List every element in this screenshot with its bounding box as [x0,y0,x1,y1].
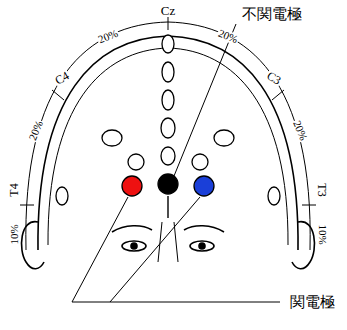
electrode-label: C3 [264,69,284,87]
electrode [161,118,175,138]
electrode [268,187,280,205]
dimension-arc [26,22,310,250]
electrode-label: T4 [8,182,20,197]
electrode [192,154,208,170]
electrode [162,90,174,110]
leader-line [174,24,236,176]
leader-line [72,302,280,303]
percent-label: 20% [216,27,241,46]
percent-label: 10% [8,223,19,245]
leader-line [110,197,200,302]
eyebrow [184,226,224,232]
electrode [128,154,144,170]
electrode [214,130,234,146]
electrode-label: C4 [52,69,72,87]
dimension-tick [168,16,169,30]
ear [292,222,314,269]
percent-label: 10% [316,223,327,245]
percent-label: 20% [27,118,46,143]
pupil [131,243,137,249]
percent-label: 20% [291,118,310,143]
electrode-label: T3 [316,182,328,197]
dimension-tick [52,90,64,100]
callout-text: 不関電極 [241,7,303,22]
percent-label: 20% [96,27,121,46]
eye [190,241,214,251]
electrode [162,62,174,82]
eye [122,241,146,251]
midline [167,196,168,218]
skull-inner-outline [48,48,288,245]
callout-text: 関電極 [289,295,336,310]
dimension-tick [272,90,284,100]
pupil [199,243,205,249]
active-electrode [194,176,214,196]
ear [22,222,44,269]
reference-electrode [158,174,178,194]
electrode [161,147,175,165]
eyebrow [112,226,152,232]
dimension-tick [302,205,316,206]
electrode [162,35,174,53]
skull-outline [38,36,298,250]
electrode-label: Cz [160,4,176,17]
dimension-tick [20,205,34,206]
electrode [56,187,68,205]
leader-line [72,197,128,302]
electrode [102,130,122,146]
active-electrode [122,176,142,196]
